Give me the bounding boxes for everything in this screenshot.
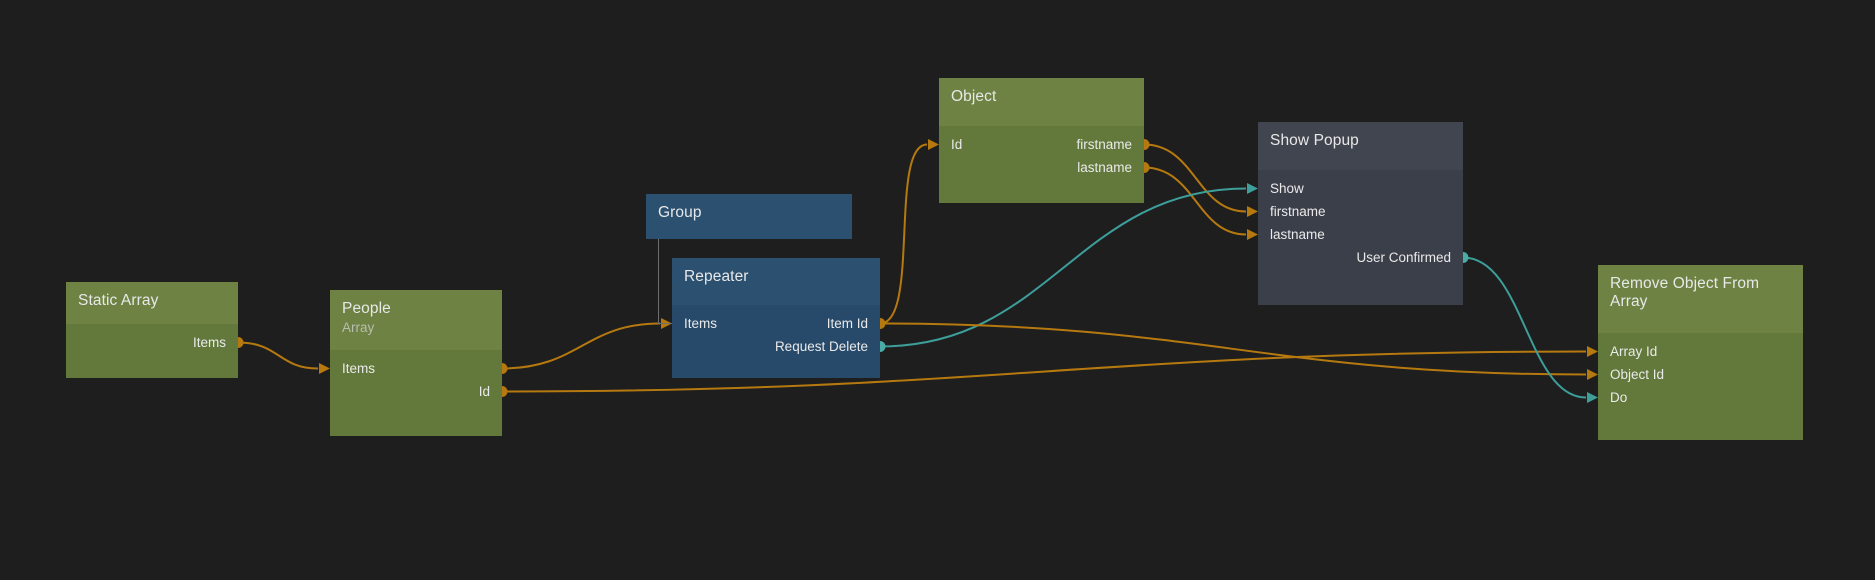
edge-path bbox=[1143, 143, 1247, 213]
port-label: Id bbox=[951, 137, 963, 152]
port-row[interactable]: Id bbox=[330, 380, 502, 403]
port-row[interactable]: Id firstname bbox=[939, 133, 1144, 156]
port-arrow[interactable] bbox=[1587, 346, 1598, 357]
node-title: Show Popup bbox=[1270, 132, 1359, 149]
port-row[interactable]: Object Id bbox=[1598, 363, 1803, 386]
port-label: Array Id bbox=[1610, 344, 1658, 359]
port-arrow[interactable] bbox=[1587, 369, 1598, 380]
edge-path bbox=[879, 143, 928, 325]
port-label: Items bbox=[342, 361, 376, 376]
node-header-group[interactable]: Group bbox=[646, 194, 852, 239]
port-arrow[interactable] bbox=[1247, 229, 1258, 240]
node-body-object: Id firstname lastname bbox=[939, 126, 1144, 203]
port-label: lastname bbox=[1077, 160, 1132, 175]
edge-path bbox=[1143, 166, 1247, 236]
port-label: Items bbox=[192, 335, 226, 350]
port-row[interactable]: Show bbox=[1258, 177, 1463, 200]
edge-path bbox=[237, 341, 319, 370]
node-body-repeater: Items Item Id Request Delete bbox=[672, 305, 880, 378]
port-row[interactable]: Items bbox=[330, 357, 502, 380]
port-arrow[interactable] bbox=[319, 363, 330, 374]
port-label: Show bbox=[1270, 181, 1304, 196]
edge-path bbox=[879, 187, 1247, 348]
node-header-object[interactable]: Object bbox=[939, 78, 1144, 126]
port-arrow[interactable] bbox=[928, 139, 939, 150]
node-title: Static Array bbox=[78, 292, 159, 309]
port-arrow[interactable] bbox=[1587, 392, 1598, 403]
edge-path bbox=[501, 350, 1587, 393]
node-body-static-array: Items bbox=[66, 324, 238, 378]
port-label: firstname bbox=[1270, 204, 1326, 219]
node-subtitle: Array bbox=[342, 320, 375, 336]
port-row[interactable]: User Confirmed bbox=[1258, 246, 1463, 269]
port-label: Do bbox=[1610, 390, 1628, 405]
node-title: Remove Object From Array bbox=[1610, 275, 1760, 311]
port-label: Object Id bbox=[1610, 367, 1665, 382]
port-row[interactable]: firstname bbox=[1258, 200, 1463, 223]
port-label: Request Delete bbox=[774, 339, 868, 354]
node-title: Repeater bbox=[684, 268, 749, 285]
port-arrow[interactable] bbox=[1247, 206, 1258, 217]
node-header-repeater[interactable]: Repeater bbox=[672, 258, 880, 305]
port-row[interactable]: Request Delete bbox=[672, 335, 880, 358]
port-label: User Confirmed bbox=[1356, 250, 1451, 265]
node-body-remove-object: Array Id Object Id Do bbox=[1598, 333, 1803, 440]
port-label: Id bbox=[478, 384, 490, 399]
port-label-out: firstname bbox=[1076, 137, 1132, 152]
port-label-out: Item Id bbox=[826, 316, 868, 331]
node-header-static-array[interactable]: Static Array bbox=[66, 282, 238, 324]
port-label: lastname bbox=[1270, 227, 1325, 242]
edge-path bbox=[1462, 256, 1587, 399]
edge-path bbox=[501, 322, 661, 370]
node-title: Object bbox=[951, 88, 997, 105]
port-row[interactable]: Items Item Id bbox=[672, 312, 880, 335]
node-group[interactable]: Group bbox=[646, 194, 852, 239]
port-row[interactable]: lastname bbox=[939, 156, 1144, 179]
port-label: Items bbox=[684, 316, 718, 331]
port-row[interactable]: Array Id bbox=[1598, 340, 1803, 363]
port-row[interactable]: lastname bbox=[1258, 223, 1463, 246]
port-row[interactable]: Items bbox=[66, 331, 238, 354]
node-header-remove-object[interactable]: Remove Object From Array bbox=[1598, 265, 1803, 333]
node-header-show-popup[interactable]: Show Popup bbox=[1258, 122, 1463, 170]
group-child-connector bbox=[658, 239, 672, 324]
port-arrow[interactable] bbox=[1247, 183, 1258, 194]
port-row[interactable]: Do bbox=[1598, 386, 1803, 409]
node-title: People bbox=[342, 300, 391, 317]
edge-path bbox=[879, 322, 1587, 376]
node-title: Group bbox=[658, 204, 702, 221]
